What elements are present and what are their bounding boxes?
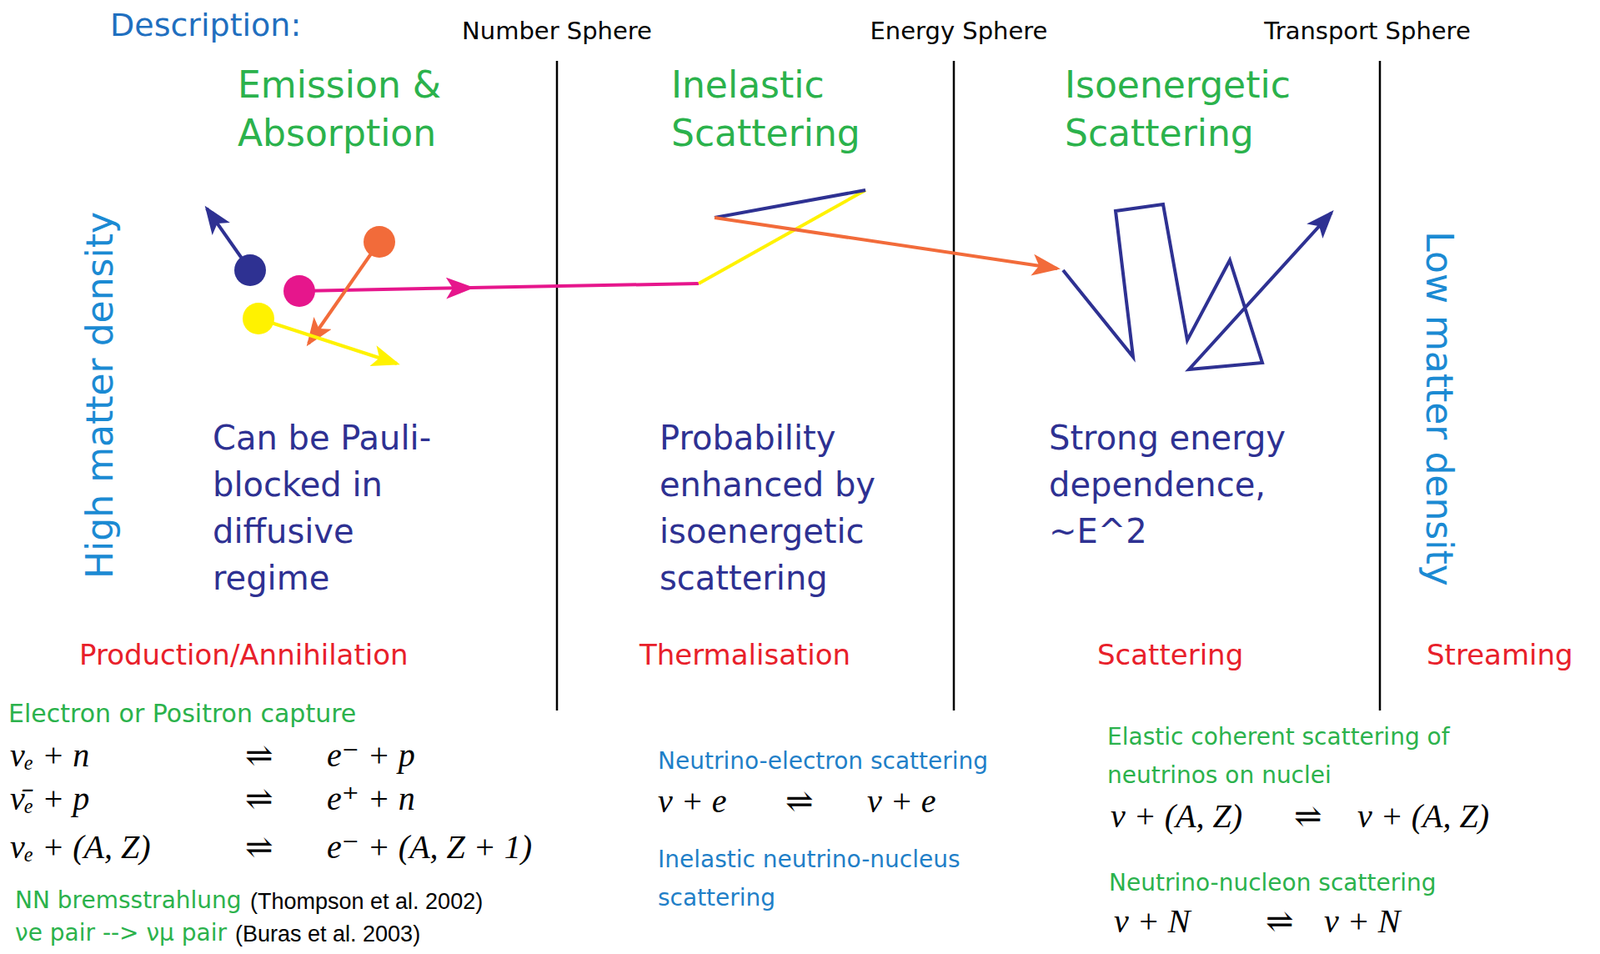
equation-arrow: ⇌ xyxy=(245,736,274,775)
regime-label: Streaming xyxy=(1426,637,1574,672)
neutrino-path xyxy=(714,217,1058,269)
process-note: Strong energy dependence, ~E^2 xyxy=(1048,414,1308,555)
neutrino-path xyxy=(714,190,866,218)
neutrino-path xyxy=(471,283,699,288)
particle-arrow xyxy=(299,287,472,291)
equation-term: νₑ + (A, Z) xyxy=(10,827,151,867)
reaction-heading: NN bremsstrahlung xyxy=(15,886,242,915)
equation-arrow: ⇌ xyxy=(1265,902,1295,941)
regime-label: Scattering xyxy=(1097,637,1244,672)
regime-label: Thermalisation xyxy=(639,637,851,672)
equation-term: ν + N xyxy=(1113,902,1190,941)
particle-arrow xyxy=(308,241,380,344)
reaction-heading: νe pair --> νμ pair xyxy=(15,918,227,948)
equation-term: ν + e xyxy=(867,782,937,821)
sphere-label: Number Sphere xyxy=(461,16,653,46)
reaction-heading: Electron or Positron capture xyxy=(8,698,357,729)
particle-dot xyxy=(363,225,396,258)
equation-arrow: ⇌ xyxy=(785,782,814,821)
particle-dot xyxy=(242,302,275,335)
reaction-heading: Elastic coherent scattering of neutrinos… xyxy=(1107,717,1508,795)
scattering-zigzag xyxy=(1063,204,1332,370)
reaction-heading: Neutrino-electron scattering xyxy=(657,747,989,776)
equation-term: νₑ + n xyxy=(10,736,90,775)
diagram-title: Description: xyxy=(110,6,301,44)
process-note: Can be Pauli-blocked in diffusive regime xyxy=(212,414,463,602)
sphere-divider xyxy=(952,60,956,711)
sphere-divider xyxy=(1379,60,1382,711)
equation-arrow: ⇌ xyxy=(245,827,274,867)
equation-term: ν + (A, Z) xyxy=(1357,797,1490,836)
sphere-label: Transport Sphere xyxy=(1263,16,1470,46)
particle-dot xyxy=(283,275,316,307)
equation-term: ν̄ₑ + p xyxy=(10,779,90,818)
equation-term: e⁻ + p xyxy=(326,736,416,775)
sphere-label: Energy Sphere xyxy=(870,16,1049,46)
process-heading: Inelastic Scattering xyxy=(671,60,905,158)
reference-note: (Buras et al. 2003) xyxy=(235,919,421,948)
equation-term: ν + N xyxy=(1324,902,1400,941)
equation-term: ν + (A, Z) xyxy=(1110,797,1243,836)
reaction-heading: Neutrino-nucleon scattering xyxy=(1108,868,1437,898)
process-heading: Emission & Absorption xyxy=(237,60,488,158)
process-note: Probability enhanced by isoenergetic sca… xyxy=(659,414,893,602)
equation-arrow: ⇌ xyxy=(1294,797,1323,836)
sphere-divider xyxy=(556,60,559,711)
particle-dot xyxy=(234,254,266,286)
process-heading: Isoenergetic Scattering xyxy=(1064,60,1332,158)
equation-term: ν + e xyxy=(657,782,728,821)
reaction-heading: Inelastic neutrino-nucleus scattering xyxy=(657,840,1009,918)
equation-arrow: ⇌ xyxy=(245,779,274,818)
equation-term: e⁻ + (A, Z + 1) xyxy=(326,827,532,867)
particle-arrow xyxy=(258,318,397,364)
density-label: Low matter density xyxy=(1417,230,1461,586)
reference-note: (Thompson et al. 2002) xyxy=(250,887,483,916)
regime-label: Production/Annihilation xyxy=(79,637,409,672)
equation-term: e⁺ + n xyxy=(326,779,416,818)
density-label: High matter density xyxy=(78,211,122,579)
